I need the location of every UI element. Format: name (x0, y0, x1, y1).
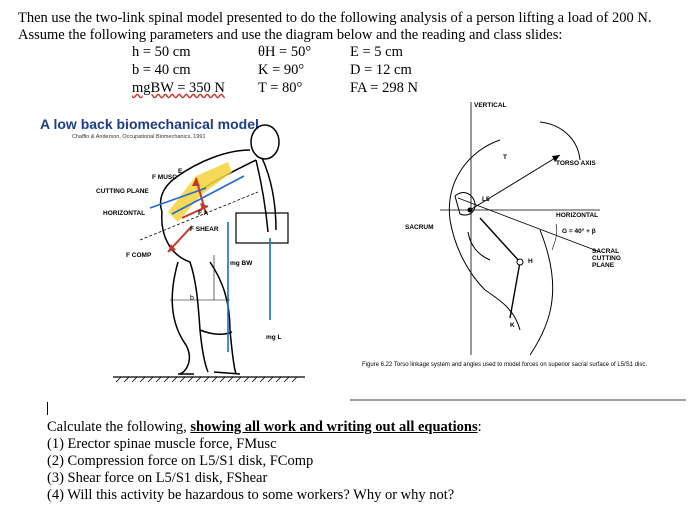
param-b: b = 40 cm (132, 62, 191, 78)
torso-axis-label: TORSO AXIS (556, 160, 596, 167)
horizontal-label: HORIZONTAL (103, 210, 146, 217)
model-citation: Chaffin & Anderson, Occupational Biomech… (72, 134, 206, 140)
e-label: E (178, 168, 183, 175)
musc-label: F MUSC (152, 174, 177, 181)
load-label: mg L (266, 334, 282, 341)
questions-heading-end: : (477, 419, 482, 435)
angle-formula-label: G = 40° + β (562, 228, 596, 235)
comp-label: F COMP (126, 252, 152, 259)
sacral-plane-label: SACRAL CUTTING PLANE (592, 248, 621, 269)
k-angle-label: K (510, 322, 515, 329)
vertical-label: VERTICAL (474, 102, 507, 109)
figure-caption: Figure 6.22 Torso linkage system and ang… (362, 362, 648, 368)
text-cursor (47, 402, 48, 415)
model-title: A low back biomechanical model (40, 116, 259, 132)
param-fa: FA = 298 N (350, 80, 418, 96)
param-mgbw: mgBW = 350 N (132, 80, 225, 96)
shear-label: F SHEAR (190, 226, 219, 233)
questions-heading: Calculate the following, showing all wor… (47, 419, 482, 436)
fa-label: F A (198, 210, 209, 217)
param-theta-h: θH = 50° (258, 44, 312, 60)
param-h: h = 50 cm (132, 44, 191, 60)
questions-heading-plain: Calculate the following, (47, 419, 191, 435)
question-3: (3) Shear force on L5/S1 disk, FShear (47, 470, 268, 486)
param-e: E = 5 cm (350, 44, 403, 60)
h-angle-label: H (528, 258, 533, 265)
question-1: (1) Erector spinae muscle force, FMusc (47, 436, 277, 452)
bw-label: mg BW (230, 260, 253, 267)
l5-label: L5 (482, 196, 490, 203)
param-t: T = 80° (258, 80, 303, 96)
horizontal-right-label: HORIZONTAL (556, 212, 599, 219)
param-d: D = 12 cm (350, 62, 412, 78)
intro-paragraph: Then use the two-link spinal model prese… (18, 10, 652, 43)
sacrum-label: SACRUM (405, 224, 434, 231)
param-k: K = 90° (258, 62, 305, 78)
t-angle-label: T (503, 154, 507, 161)
b-dimension-label: b (190, 295, 194, 302)
questions-heading-emphasis: showing all work and writing out all equ… (190, 419, 478, 435)
question-2: (2) Compression force on L5/S1 disk, FCo… (47, 453, 314, 469)
cutting-plane-label: CUTTING PLANE (96, 188, 149, 195)
question-4: (4) Will this activity be hazardous to s… (47, 487, 455, 503)
